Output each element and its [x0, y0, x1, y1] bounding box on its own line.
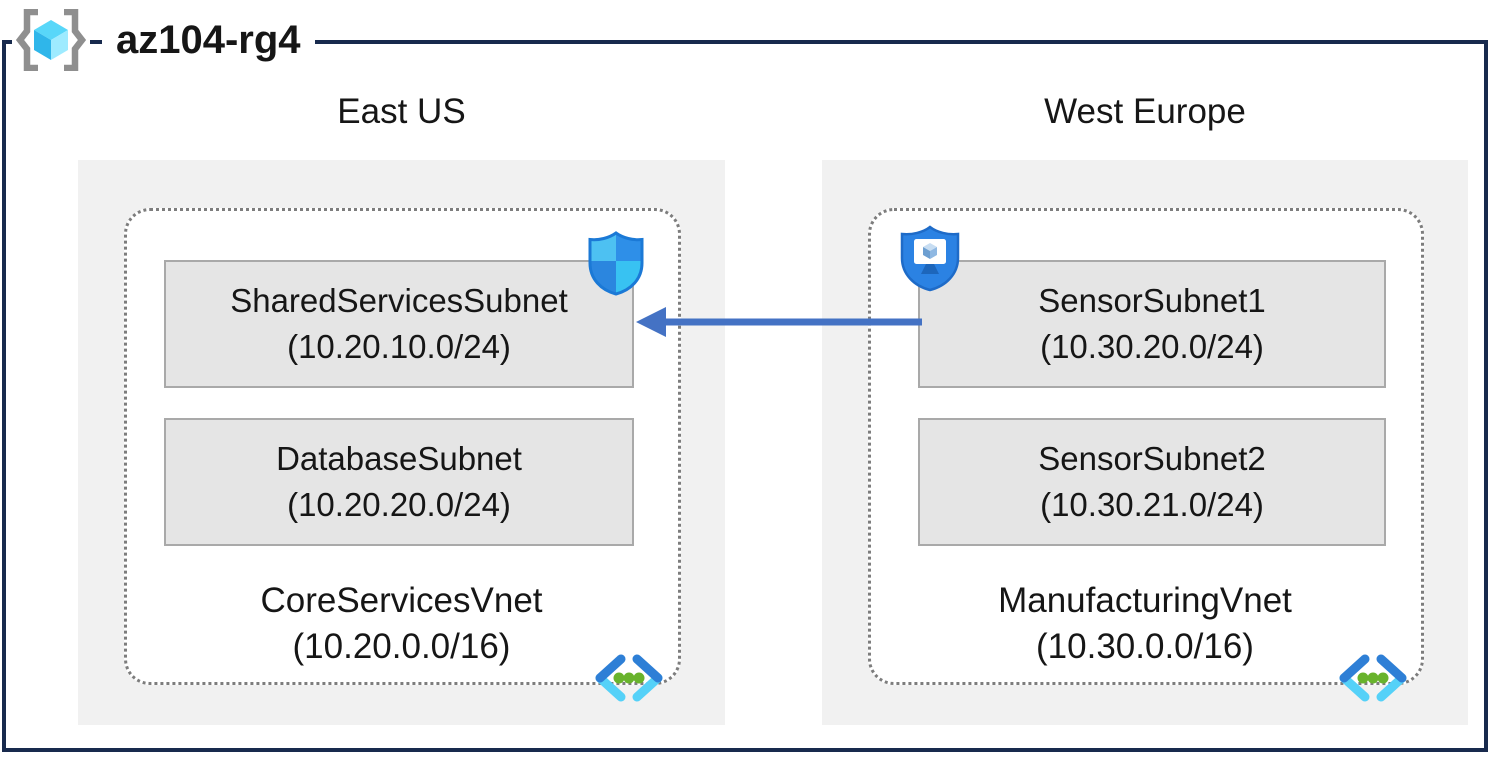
subnet-sensor-1: SensorSubnet1 (10.30.20.0/24) — [918, 260, 1386, 388]
subnet-shared-services: SharedServicesSubnet (10.20.10.0/24) — [164, 260, 634, 388]
vnet-cidr: (10.30.0.0/16) — [1036, 627, 1254, 666]
peering-arrow — [634, 300, 922, 344]
region-name-east-us: East US — [337, 92, 466, 131]
virtual-network-icon — [590, 652, 668, 704]
vnet-name: CoreServicesVnet — [260, 581, 543, 620]
resource-group-frame — [2, 40, 1488, 752]
nsg-shield-icon — [586, 230, 646, 296]
subnet-name: SharedServicesSubnet — [230, 282, 568, 319]
vnet-label-manufacturing: ManufacturingVnet (10.30.0.0/16) — [822, 578, 1468, 670]
subnet-name: SensorSubnet1 — [1038, 282, 1266, 319]
resource-group-label: az104-rg4 — [12, 4, 315, 76]
resource-group-title: az104-rg4 — [102, 4, 315, 76]
subnet-cidr: (10.30.21.0/24) — [1040, 486, 1264, 523]
subnet-sensor-2: SensorSubnet2 (10.30.21.0/24) — [918, 418, 1386, 546]
region-west-europe: SensorSubnet1 (10.30.20.0/24) SensorSubn… — [822, 160, 1468, 725]
vnet-name: ManufacturingVnet — [998, 581, 1292, 620]
region-name-west-europe: West Europe — [1044, 92, 1246, 131]
bastion-shield-icon — [898, 224, 962, 292]
subnet-name: SensorSubnet2 — [1038, 440, 1266, 477]
region-east-us: SharedServicesSubnet (10.20.10.0/24) Dat… — [78, 160, 725, 725]
resource-group-icon — [12, 7, 90, 73]
subnet-cidr: (10.20.10.0/24) — [287, 328, 511, 365]
vnet-label-core-services: CoreServicesVnet (10.20.0.0/16) — [78, 578, 725, 670]
subnet-cidr: (10.30.20.0/24) — [1040, 328, 1264, 365]
subnet-database: DatabaseSubnet (10.20.20.0/24) — [164, 418, 634, 546]
subnet-cidr: (10.20.20.0/24) — [287, 486, 511, 523]
subnet-name: DatabaseSubnet — [276, 440, 522, 477]
virtual-network-icon — [1334, 652, 1412, 704]
vnet-cidr: (10.20.0.0/16) — [292, 627, 511, 666]
